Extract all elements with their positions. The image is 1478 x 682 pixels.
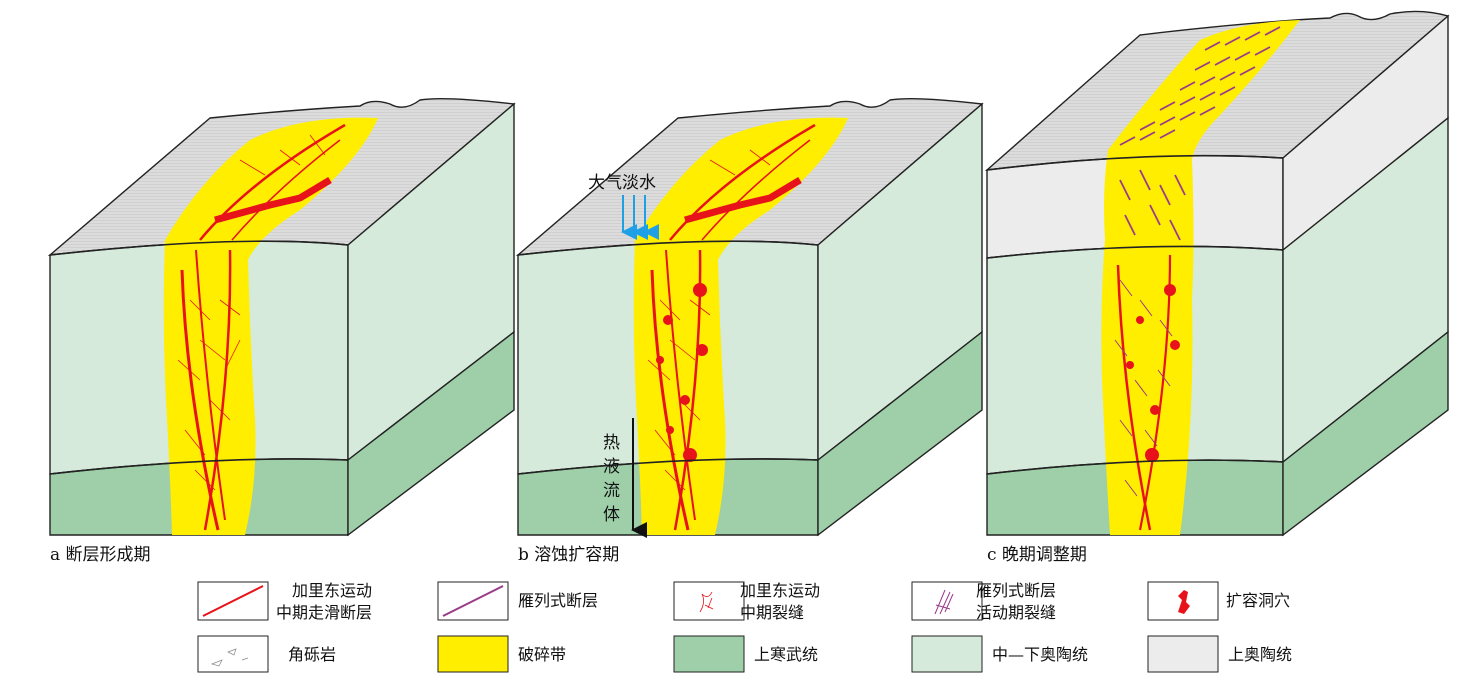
svg-text:热: 热 — [603, 433, 620, 453]
panel-b-caption: b 溶蚀扩容期 — [518, 545, 620, 565]
svg-text:上寒武统: 上寒武统 — [754, 645, 818, 664]
legend-item-fracture-zone: 破碎带 — [437, 635, 566, 673]
svg-text:加里东运动: 加里东运动 — [292, 581, 372, 600]
panel-b-block: 大气淡水 热 液 流 体 — [515, 97, 984, 538]
svg-text:雁列式断层: 雁列式断层 — [976, 581, 1056, 600]
svg-text:中—下奥陶统: 中—下奥陶统 — [992, 645, 1088, 664]
svg-text:流: 流 — [603, 481, 620, 501]
meteoric-water-label: 大气淡水 — [588, 173, 656, 193]
panel-a-block — [47, 97, 516, 537]
panel-a-caption: a 断层形成期 — [50, 545, 151, 565]
legend-item-mid-lower-ordovician: 中—下奥陶统 — [911, 635, 1088, 673]
legend-item-echelon-fault: 雁列式断层 — [437, 581, 598, 621]
svg-text:液: 液 — [603, 457, 620, 477]
panel-c-caption: c 晚期调整期 — [987, 545, 1087, 565]
svg-text:活动期裂缝: 活动期裂缝 — [976, 603, 1056, 622]
legend: 加里东运动 中期走滑断层 雁列式断层 加里东运动 中期裂缝 雁列式断层 活动期裂… — [197, 581, 1292, 673]
meteoric-water-arrows — [621, 195, 659, 240]
svg-text:上奥陶统: 上奥陶统 — [1228, 645, 1292, 664]
svg-text:中期裂缝: 中期裂缝 — [740, 603, 804, 622]
svg-text:扩容洞穴: 扩容洞穴 — [1226, 591, 1290, 610]
legend-item-caledonian-fractures: 加里东运动 中期裂缝 — [673, 581, 820, 622]
panel-c-block — [984, 10, 1450, 537]
svg-text:雁列式断层: 雁列式断层 — [518, 591, 598, 610]
legend-item-upper-cambrian: 上寒武统 — [673, 635, 818, 673]
legend-item-strike-slip-fault: 加里东运动 中期走滑断层 — [197, 581, 372, 622]
svg-text:加里东运动: 加里东运动 — [740, 581, 820, 600]
legend-item-upper-ordovician: 上奥陶统 — [1147, 635, 1292, 673]
legend-item-breccia: 角砾岩 — [197, 635, 336, 673]
svg-text:体: 体 — [603, 505, 620, 525]
legend-item-dilation-cave: 扩容洞穴 — [1147, 581, 1290, 621]
hydrothermal-label: 热 液 流 体 — [603, 433, 620, 525]
svg-text:破碎带: 破碎带 — [518, 645, 566, 664]
svg-text:角砾岩: 角砾岩 — [288, 645, 336, 664]
legend-item-echelon-fractures: 雁列式断层 活动期裂缝 — [911, 581, 1056, 622]
svg-text:中期走滑断层: 中期走滑断层 — [276, 603, 372, 622]
